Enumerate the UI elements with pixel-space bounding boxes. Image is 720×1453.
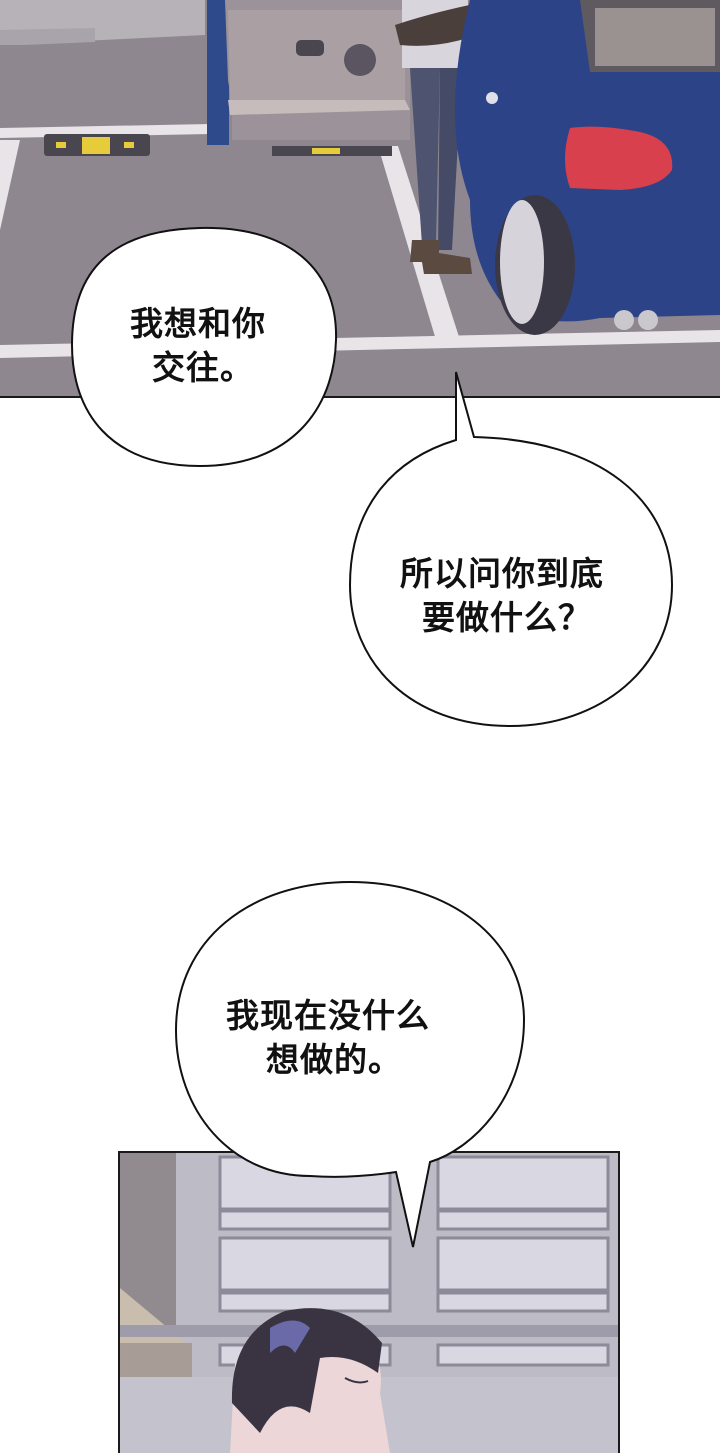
panel-school-exterior: [118, 1151, 620, 1453]
bubble-1-line-1: 我想和你: [130, 304, 266, 343]
speech-bubble-2: 所以问你到底 要做什么？: [400, 552, 660, 640]
bubble-3-line-2: 想做的。: [266, 1040, 402, 1079]
parking-lot-illustration: [0, 0, 720, 396]
panel-parking-lot: [0, 0, 720, 398]
speech-bubble-3: 我现在没什么 想做的。: [226, 994, 506, 1082]
bubble-1-line-2: 交往。: [152, 348, 254, 387]
speech-bubble-1: 我想和你 交往。: [130, 302, 330, 390]
bubble-2-line-2: 要做什么？: [422, 598, 592, 637]
bubble-2-line-1: 所以问你到底: [400, 554, 604, 593]
bubble-3-line-1: 我现在没什么: [226, 996, 430, 1035]
school-exterior-illustration: [120, 1153, 618, 1453]
